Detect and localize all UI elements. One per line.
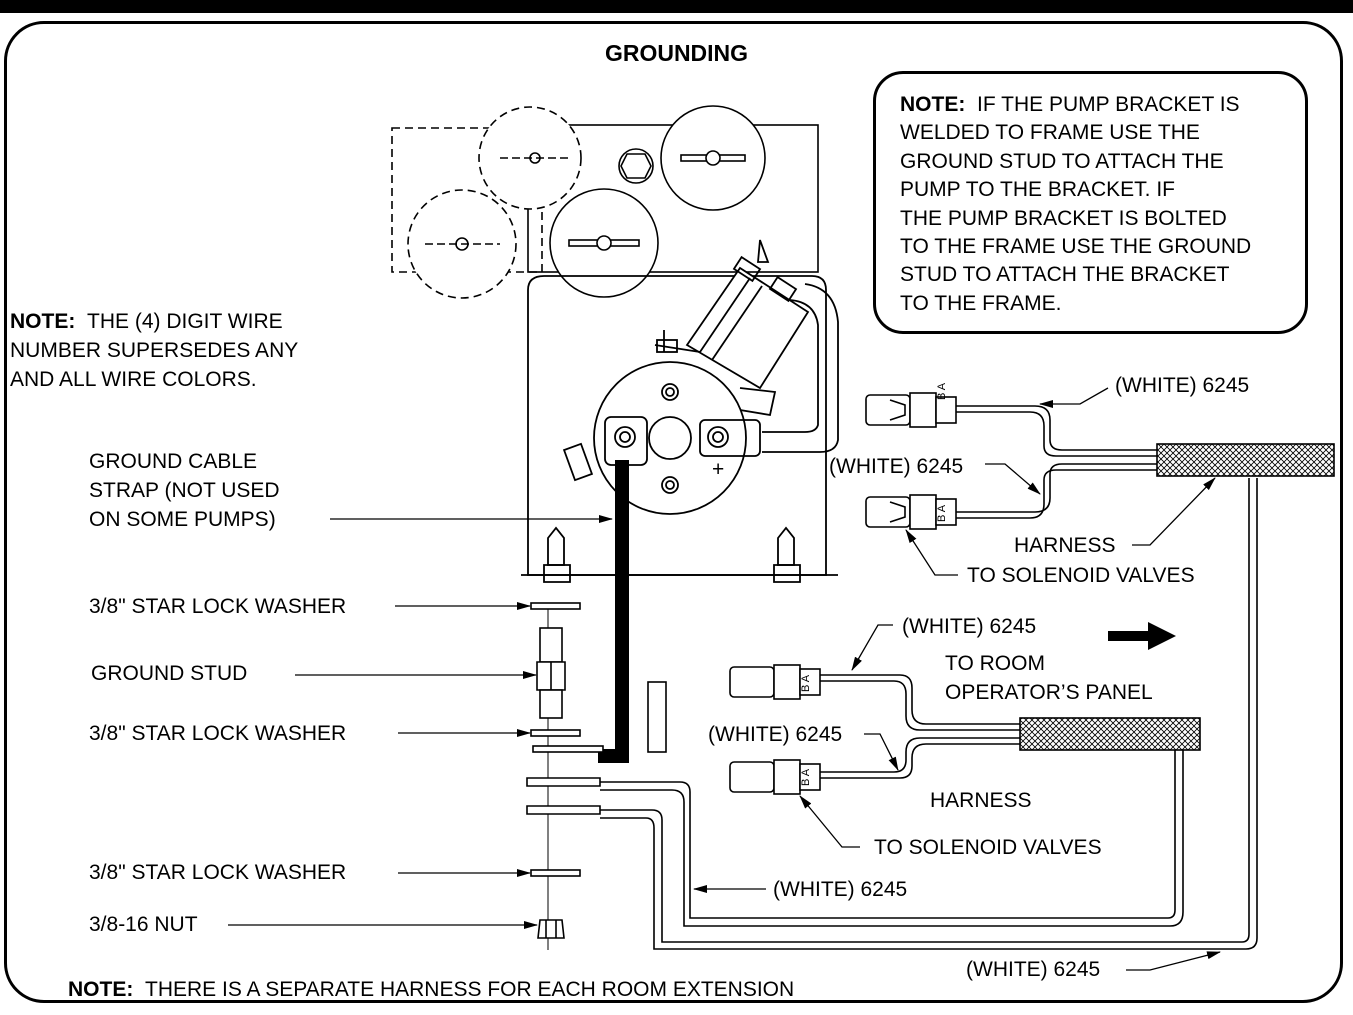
connector-pin-label: B A xyxy=(800,674,812,692)
callout-ground-cable-2: STRAP (NOT USED xyxy=(89,479,280,502)
note-label: NOTE: xyxy=(900,93,966,116)
diagram-frame xyxy=(4,21,1343,1003)
top-bar xyxy=(0,0,1353,13)
direction-arrow xyxy=(1108,622,1176,650)
harness-lower xyxy=(729,664,1201,795)
note-wire-number: NOTE: THE (4) DIGIT WIRE NUMBER SUPERSED… xyxy=(10,307,298,394)
connector-pin-label: B A xyxy=(936,504,948,522)
callout-star-washer-2: 3/8" STAR LOCK WASHER xyxy=(89,722,347,745)
note-line: AND ALL WIRE COLORS. xyxy=(10,368,257,391)
note-line: WELDED TO FRAME USE THE xyxy=(900,121,1200,145)
note-line: TO THE FRAME USE THE GROUND xyxy=(900,235,1252,259)
callout-solenoid-2: TO SOLENOID VALVES xyxy=(874,836,1102,859)
note-line: NUMBER SUPERSEDES ANY xyxy=(10,339,299,362)
terminal-plus: + xyxy=(712,458,725,481)
leader-lines xyxy=(228,387,1221,971)
callout-ground-cable-3: ON SOME PUMPS) xyxy=(89,508,276,531)
callout-white-wire-4: (WHITE) 6245 xyxy=(708,723,843,746)
callout-white-wire-1: (WHITE) 6245 xyxy=(1115,374,1250,397)
callout-nut: 3/8-16 NUT xyxy=(89,913,198,936)
ground-stud-stack xyxy=(526,602,667,939)
callout-white-wire-5: (WHITE) 6245 xyxy=(773,878,908,901)
note-text: THERE IS A SEPARATE HARNESS FOR EACH ROO… xyxy=(145,978,795,1001)
note-separate-harness: NOTE: THERE IS A SEPARATE HARNESS FOR EA… xyxy=(68,977,794,1003)
callout-ground-cable-1: GROUND CABLE xyxy=(89,450,258,473)
page-title: GROUNDING xyxy=(604,40,749,66)
note-box xyxy=(873,71,1308,334)
note-pump-bracket: NOTE: IF THE PUMP BRACKET IS WELDED TO F… xyxy=(900,91,1251,318)
note-label: NOTE: xyxy=(10,310,76,333)
callout-white-wire-3: (WHITE) 6245 xyxy=(902,615,1037,638)
pump-body xyxy=(521,239,839,583)
callout-harness-2: HARNESS xyxy=(930,789,1032,812)
note-line: GROUND STUD TO ATTACH THE xyxy=(900,149,1224,173)
callout-star-washer-1: 3/8" STAR LOCK WASHER xyxy=(89,595,347,618)
note-label: NOTE: xyxy=(68,978,134,1001)
note-line: STUD TO ATTACH THE BRACKET xyxy=(900,263,1230,287)
pump-bracket xyxy=(391,105,819,299)
note-line: TO THE FRAME. xyxy=(900,291,1062,315)
callout-solenoid-1: TO SOLENOID VALVES xyxy=(967,564,1195,587)
ground-wires xyxy=(600,478,1258,950)
callout-harness-1: HARNESS xyxy=(1014,534,1116,557)
callout-white-wire-6: (WHITE) 6245 xyxy=(966,958,1101,981)
callout-ground-stud: GROUND STUD xyxy=(91,662,248,685)
terminal-minus: - xyxy=(618,455,625,478)
harness-upper xyxy=(865,392,1335,530)
callout-star-washer-3: 3/8" STAR LOCK WASHER xyxy=(89,861,347,884)
connector-pin-label: B A xyxy=(936,382,948,400)
callout-to-room-1: TO ROOM xyxy=(945,652,1045,675)
note-line: THE PUMP BRACKET IS BOLTED xyxy=(900,206,1227,230)
connector-pin-label: B A xyxy=(800,768,812,786)
callout-white-wire-2: (WHITE) 6245 xyxy=(829,455,964,478)
note-line: PUMP TO THE BRACKET. IF xyxy=(900,178,1176,202)
note-line: IF THE PUMP BRACKET IS xyxy=(977,93,1240,116)
note-line: THE (4) DIGIT WIRE xyxy=(87,310,283,333)
callout-to-room-2: OPERATOR’S PANEL xyxy=(945,681,1153,704)
